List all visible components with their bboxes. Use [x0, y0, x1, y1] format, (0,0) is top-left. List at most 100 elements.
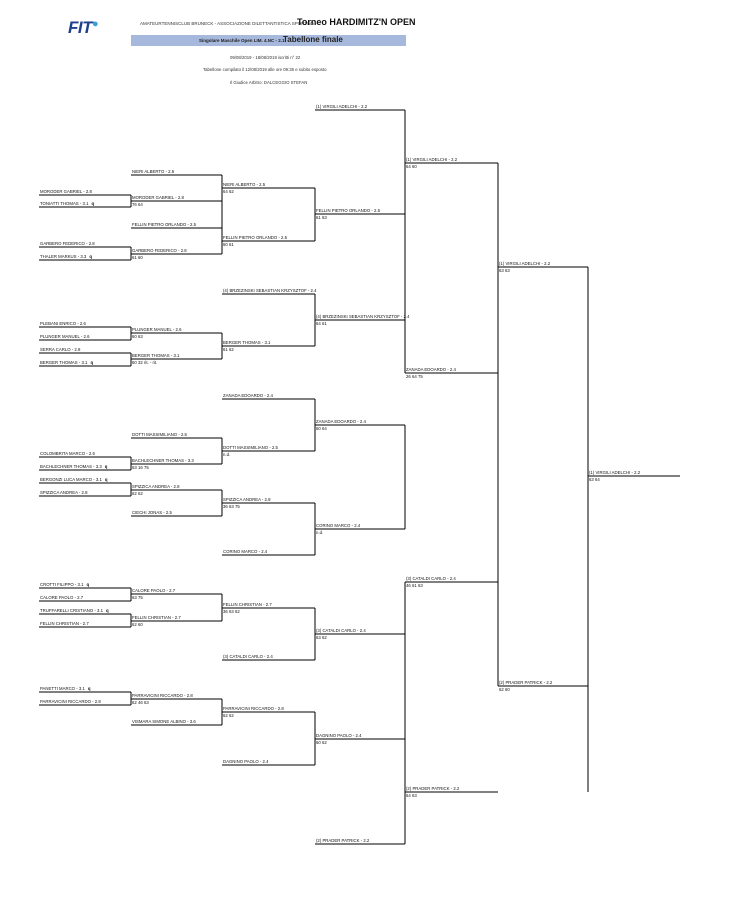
match-score: 63 75 — [132, 595, 143, 600]
player-name: TRUFFARELLI CRISTIANO - 3.1 — [40, 608, 104, 613]
player-entry: FELLIN CHRISTIAN - 2.7 — [132, 615, 181, 620]
player-name: CALORE PAOLO - 2.7 — [40, 595, 84, 600]
player-entry: FELLIN CHRISTIAN - 2.7 — [223, 602, 272, 607]
player-name: CALORE PAOLO - 2.7 — [132, 588, 176, 593]
player-name: ZANADA EDOARDO - 2.4 — [316, 419, 366, 424]
player-entry: MORODER GABRIEL - 2.8 — [132, 195, 184, 200]
player-name: PARRAVICINI RICCARDO - 2.8 — [132, 693, 193, 698]
qualifier-mark: q — [106, 608, 109, 613]
player-name: NIERI ALBERTO - 2.5 — [132, 169, 175, 174]
player-name: BACHLECHNER THOMAS - 3.3 — [132, 458, 194, 463]
match-score: 60 32 rit. - rit. — [132, 360, 158, 365]
player-name: PARRAVICINI RICCARDO - 2.8 — [223, 706, 284, 711]
player-name: VISMARA SIMONE ALBINO - 3.6 — [132, 719, 196, 724]
player-entry: SPIZZICA ANDREA - 2.8 — [40, 490, 88, 495]
player-name: SPIZZICA ANDREA - 2.8 — [40, 490, 88, 495]
player-name: BERGER THOMAS - 3.1 — [132, 353, 180, 358]
player-entry: PARRAVICINI RICCARDO - 2.8 — [223, 706, 284, 711]
player-entry: (3) CATALDI CARLO - 2.4 — [406, 576, 456, 581]
player-name: DAGNINO PAOLO - 2.4 — [316, 733, 362, 738]
qualifier-mark: q — [87, 686, 91, 691]
player-entry: FELLIN PIETRO ORLANDO - 2.5 — [223, 235, 287, 240]
player-name: MORODER GABRIEL - 2.8 — [132, 195, 184, 200]
player-name: (1) VIRGILI ADELCHI - 2.2 — [499, 261, 551, 266]
match-score: 63 63 — [499, 268, 510, 273]
ball-icon: ● — [92, 18, 99, 30]
player-name: PANETTI MARCO - 3.1 — [40, 686, 85, 691]
player-entry: SPIZZICA ANDREA - 2.8 — [223, 497, 271, 502]
player-name: DOTTI MASSIMILIANO - 2.5 — [223, 445, 278, 450]
player-entry: ZANADA EDOARDO - 2.4 — [316, 419, 366, 424]
match-score: 60 61 — [223, 242, 234, 247]
match-score: 62 46 63 — [132, 700, 149, 705]
match-score: n.d. — [316, 530, 324, 535]
player-entry: (1) VIRGILI ADELCHI - 2.2 — [499, 261, 550, 266]
player-name: MORODER GABRIEL - 2.8 — [40, 189, 92, 194]
tournament-title: Torneo HARDIMITZ'N OPEN — [297, 17, 416, 27]
player-name: BERGER THOMAS - 3.1 — [223, 340, 271, 345]
player-entry: (1) VIRGILI ADELCHI - 2.2 — [589, 470, 640, 475]
player-name: ZANADA EDOARDO - 2.4 — [223, 393, 273, 398]
match-score: 60 62 — [316, 740, 327, 745]
match-score: 61 62 — [223, 347, 234, 352]
match-score: 36 63 62 — [223, 609, 240, 614]
player-name: (1) VIRGILI ADELCHI - 2.2 — [589, 470, 641, 475]
qualifier-mark: q — [91, 201, 95, 206]
player-entry: DAGNINO PAOLO - 2.4 — [223, 759, 269, 764]
event-band: Singolare Maschile Open LIM. 4.NC - 2.1 … — [131, 35, 406, 46]
match-score: 60 64 — [316, 426, 327, 431]
player-entry: SERRA CARLO - 2.8 — [40, 347, 80, 352]
player-entry: (3) CATALDI CARLO - 2.4 — [316, 628, 366, 633]
player-name: FELLIN CHRISTIAN - 2.7 — [223, 602, 272, 607]
player-entry: CALORE PAOLO - 2.7 — [132, 588, 175, 593]
player-name: (4) BRZEZINSKI SEBASTIAN KRZYSZTOF - 2.4 — [223, 288, 317, 293]
player-entry: FELLIN PIETRO ORLANDO - 2.5 — [132, 222, 196, 227]
player-name: FELLIN CHRISTIAN - 2.7 — [40, 621, 89, 626]
player-entry: (4) BRZEZINSKI SEBASTIAN KRZYSZTOF - 2.4 — [223, 288, 317, 293]
match-score: 61 63 — [316, 215, 327, 220]
match-score: 63 62 — [316, 635, 327, 640]
player-entry: (3) CATALDI CARLO - 2.4 — [223, 654, 273, 659]
match-score: 62 62 — [223, 713, 234, 718]
player-entry: PLUNGER MANUEL - 2.6 — [40, 334, 90, 339]
fit-logo: FIT● — [68, 18, 99, 37]
player-name: (1) VIRGILI ADELCHI - 2.2 — [316, 104, 368, 109]
player-entry: MORODER GABRIEL - 2.8 — [40, 189, 92, 194]
match-score: 26 64 75 — [406, 374, 423, 379]
player-name: NIERI ALBERTO - 2.5 — [223, 182, 266, 187]
player-entry: NIERI ALBERTO - 2.5 — [223, 182, 265, 187]
player-entry: FELLIN CHRISTIAN - 2.7 — [40, 621, 89, 626]
match-score: 61 60 — [132, 255, 143, 260]
player-entry: VISMARA SIMONE ALBINO - 3.6 — [132, 719, 196, 724]
player-entry: SPIZZICA ANDREA - 2.8 — [132, 484, 180, 489]
player-entry: COLOMBRITA MARCO - 2.6 — [40, 451, 95, 456]
player-name: PLUNGER MANUEL - 2.6 — [40, 334, 90, 339]
player-name: PLEBANI ENRICO - 2.6 — [40, 321, 86, 326]
player-entry: PLEBANI ENRICO - 2.6 — [40, 321, 86, 326]
player-name: (2) PRADER PATRICK - 2.2 — [316, 838, 370, 843]
player-name: COLOMBRITA MARCO - 2.6 — [40, 451, 95, 456]
player-entry: GARBERO FEDERICO - 2.8 — [132, 248, 187, 253]
match-score: 64 60 — [406, 164, 417, 169]
draw-title: Tabellone finale — [283, 35, 343, 44]
match-score: n.d. — [223, 452, 231, 457]
match-score: 76 64 — [132, 202, 143, 207]
event-category: Singolare Maschile Open LIM. 4.NC - 2.1 — [199, 38, 285, 43]
player-name: FELLIN PIETRO ORLANDO - 2.5 — [223, 235, 287, 240]
player-entry: (2) PRADER PATRICK - 2.2 — [316, 838, 369, 843]
match-score: 62 60 — [499, 687, 510, 692]
player-name: DAGNINO PAOLO - 2.4 — [223, 759, 269, 764]
match-score: 63 64 — [589, 477, 600, 482]
player-entry: BERGER THOMAS - 3.1 — [223, 340, 270, 345]
player-entry: (1) VIRGILI ADELCHI - 2.2 — [406, 157, 457, 162]
player-name: PARRAVICINI RICCARDO - 2.8 — [40, 699, 101, 704]
player-entry: FELLIN PIETRO ORLANDO - 2.5 — [316, 208, 380, 213]
player-entry: (2) PRADER PATRICK - 2.2 — [406, 786, 459, 791]
qualifier-mark: q — [86, 582, 90, 587]
